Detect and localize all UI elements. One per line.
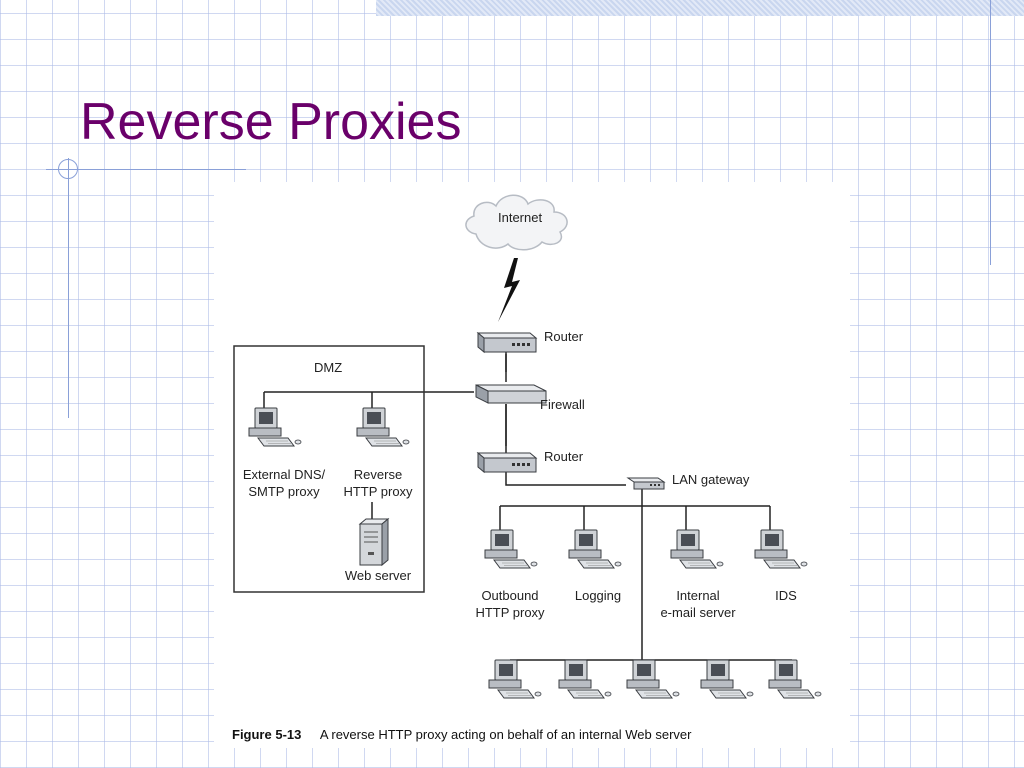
lan-gateway-label: LAN gateway (672, 472, 750, 487)
workstation-icon (700, 659, 754, 699)
web-server-label: Web server (345, 568, 412, 583)
firewall-label: Firewall (540, 397, 585, 412)
left-decorative-rule (68, 158, 69, 418)
dns-smtp-label-line2: SMTP proxy (248, 484, 320, 499)
workstation-icon (754, 529, 808, 569)
workstation-icon (356, 407, 410, 447)
figure-caption: Figure 5-13 A reverse HTTP proxy acting … (232, 726, 692, 743)
workstation-icon (670, 529, 724, 569)
reverse-proxy-label-line1: Reverse (354, 467, 402, 482)
network-diagram-figure: Internet Router Firewall Router LAN gate… (214, 182, 850, 748)
logging-label: Logging (575, 588, 621, 603)
title-underline-rule (46, 169, 246, 170)
dmz-boundary (233, 345, 425, 593)
lightning-icon (498, 258, 520, 322)
dns-smtp-label-line1: External DNS/ (243, 467, 326, 482)
workstation-icon (558, 659, 612, 699)
decorative-ring (58, 159, 78, 179)
router-icon (477, 452, 537, 473)
dmz-label: DMZ (314, 360, 342, 375)
workstation-icon (484, 529, 538, 569)
outbound-proxy-label-line1: Outbound (481, 588, 538, 603)
right-decorative-rule (990, 0, 991, 265)
workstation-icon (568, 529, 622, 569)
workstation-icon (768, 659, 822, 699)
internet-label: Internet (498, 210, 542, 225)
server-tower-icon (358, 517, 390, 567)
slide-title: Reverse Proxies (80, 93, 462, 151)
ids-label: IDS (775, 588, 797, 603)
workstation-icon (626, 659, 680, 699)
firewall-icon (475, 384, 547, 404)
reverse-proxy-label-line2: HTTP proxy (343, 484, 413, 499)
workstation-icon (248, 407, 302, 447)
workstation-icon (488, 659, 542, 699)
router-bottom-label: Router (544, 449, 584, 464)
router-icon (477, 332, 537, 353)
figure-caption-label: Figure 5-13 (232, 727, 301, 742)
gateway-icon (626, 477, 666, 490)
figure-caption-text: A reverse HTTP proxy acting on behalf of… (320, 727, 692, 742)
network-diagram: Internet Router Firewall Router LAN gate… (232, 194, 822, 743)
router-top-label: Router (544, 329, 584, 344)
cloud-icon (465, 194, 568, 251)
internal-email-label-line1: Internal (676, 588, 719, 603)
outbound-proxy-label-line2: HTTP proxy (475, 605, 545, 620)
top-decorative-band (376, 0, 1024, 16)
internal-email-label-line2: e-mail server (660, 605, 736, 620)
